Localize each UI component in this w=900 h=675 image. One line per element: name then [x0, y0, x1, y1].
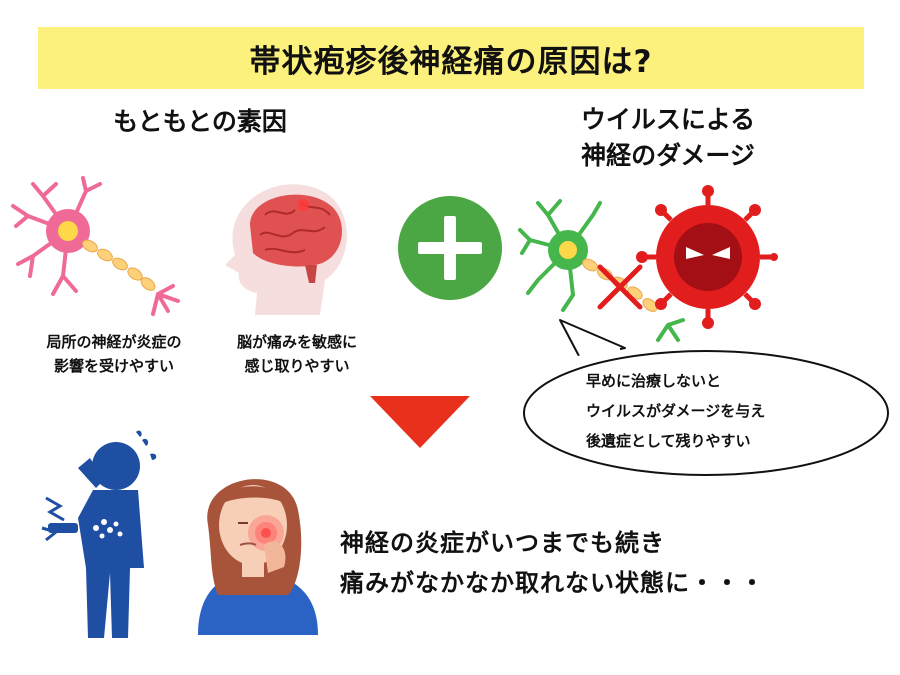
- heading-line: ウイルスによる: [580, 105, 756, 134]
- bubble-line: 早めに治療しないと: [586, 372, 722, 390]
- conclusion-line: 痛みがなかなか取れない状態に・・・: [340, 569, 765, 597]
- caption-line: 局所の神経が炎症の: [46, 333, 182, 351]
- caption-line: 感じ取りやすい: [244, 357, 350, 375]
- down-arrow-icon: [370, 396, 470, 448]
- speech-bubble: [523, 319, 889, 476]
- virus-icon: [518, 185, 778, 342]
- neuron-icon: [11, 176, 180, 316]
- woman-pain-icon: [198, 479, 318, 635]
- heading-line: 神経のダメージ: [581, 141, 755, 170]
- man-pain-icon: [41, 430, 157, 638]
- conclusion-text: 神経の炎症がいつまでも続き 痛みがなかなか取れない状態に・・・: [340, 523, 880, 603]
- left-heading: もともとの素因: [113, 107, 287, 136]
- bubble-line: 後遺症として残りやすい: [586, 432, 751, 450]
- plus-icon: [398, 196, 502, 300]
- title-band: 帯状疱疹後神経痛の原因は?: [38, 27, 864, 89]
- caption-line: 影響を受けやすい: [53, 357, 174, 375]
- page-title: 帯状疱疹後神経痛の原因は?: [249, 43, 653, 80]
- caption-brain-sensitive: 脳が痛みを敏感に 感じ取りやすい: [212, 330, 382, 378]
- bubble-text: 早めに治療しないと ウイルスがダメージを与え 後遺症として残りやすい: [586, 366, 876, 456]
- bubble-line: ウイルスがダメージを与え: [586, 402, 766, 420]
- right-heading: ウイルスによる 神経のダメージ: [538, 102, 798, 174]
- caption-line: 脳が痛みを敏感に: [236, 333, 357, 351]
- brain-head-icon: [225, 184, 347, 315]
- conclusion-line: 神経の炎症がいつまでも続き: [340, 529, 665, 557]
- caption-local-nerve: 局所の神経が炎症の 影響を受けやすい: [14, 330, 214, 378]
